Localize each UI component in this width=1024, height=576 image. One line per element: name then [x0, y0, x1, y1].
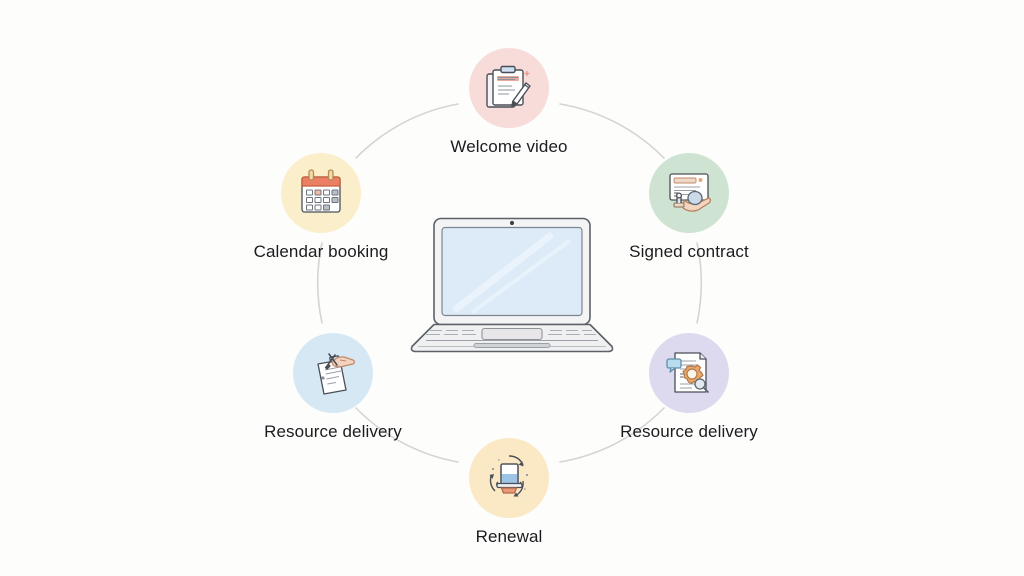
document-gear-icon — [666, 352, 709, 393]
node-signed-contract[interactable]: Signed contract — [614, 153, 764, 262]
node-resource-delivery-right-circle[interactable] — [649, 333, 729, 413]
node-resource-delivery-left[interactable]: Resource delivery — [258, 333, 408, 442]
node-calendar-booking-circle[interactable] — [281, 153, 361, 233]
node-label: Resource delivery — [264, 422, 402, 441]
node-resource-delivery-right[interactable]: Resource delivery — [614, 333, 764, 442]
node-welcome-video-circle[interactable] — [469, 48, 549, 128]
node-renewal[interactable]: Renewal — [434, 438, 584, 547]
node-calendar-booking[interactable]: Calendar booking — [246, 153, 396, 262]
calendar-icon — [301, 169, 341, 213]
renewal-cycle-icon — [489, 455, 528, 497]
node-resource-delivery-left-circle[interactable] — [293, 333, 373, 413]
node-welcome-video[interactable]: Welcome video — [434, 48, 584, 157]
node-label: Renewal — [475, 527, 543, 546]
node-label: Signed contract — [629, 242, 749, 261]
node-signed-contract-circle[interactable] — [649, 153, 729, 233]
node-renewal-circle[interactable] — [469, 438, 549, 518]
node-label: Resource delivery — [620, 422, 758, 441]
node-label: Calendar booking — [253, 242, 389, 261]
center-laptop-illustration — [402, 211, 622, 366]
clipboard-pen-icon — [486, 65, 531, 108]
clipboard-hand-icon — [317, 353, 356, 395]
node-label: Welcome video — [450, 137, 568, 156]
contract-stamp-icon — [669, 173, 712, 212]
